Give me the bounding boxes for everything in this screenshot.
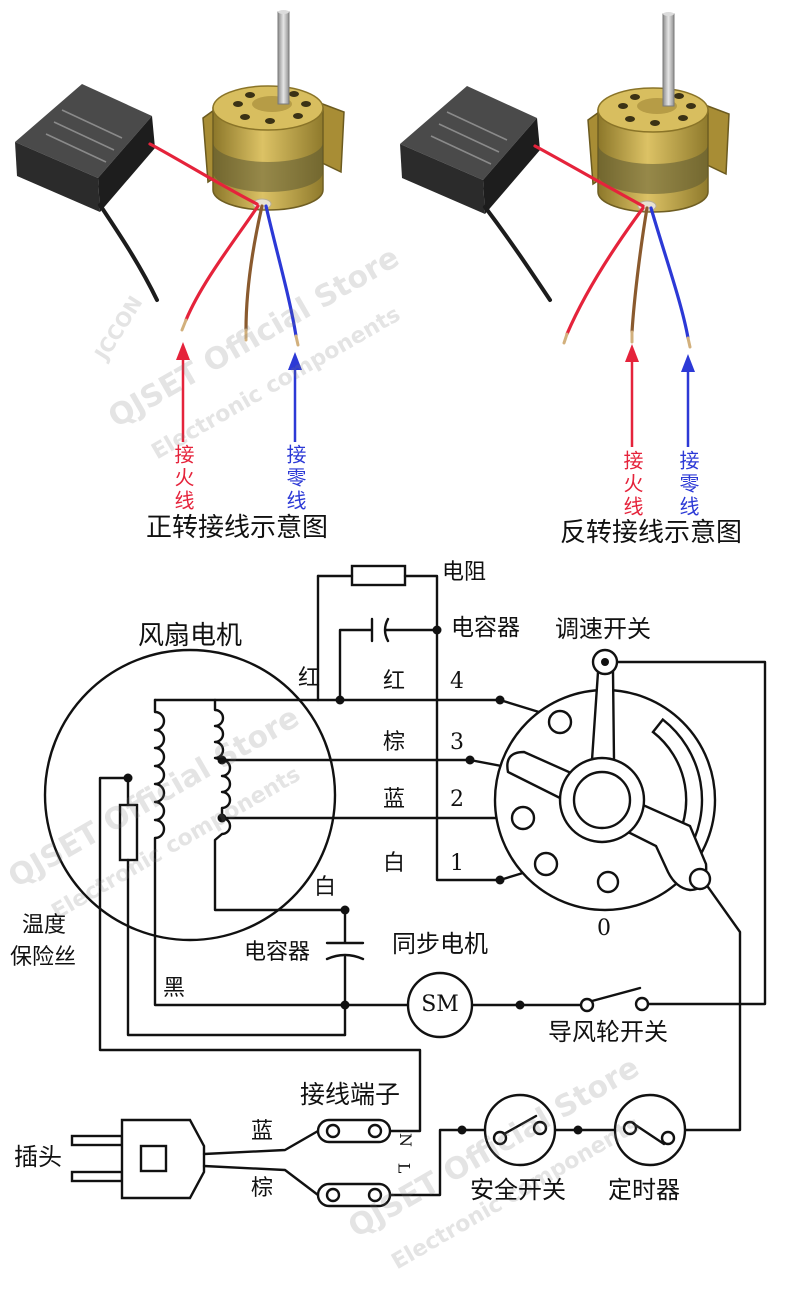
contact-1 <box>533 851 559 877</box>
contact-2 <box>510 805 536 831</box>
speed-switch-label: 调速开关 <box>555 615 651 643</box>
reverse-live-arrow <box>625 344 639 447</box>
terminal-block-symbol <box>316 1118 488 1208</box>
reverse-motor-and-capacitor <box>399 11 730 215</box>
plug-label: 插头 <box>14 1143 62 1171</box>
louver-switch-symbol <box>579 660 767 1013</box>
switch-position-label: 1 <box>450 851 464 876</box>
resistor-label: 电阻 <box>442 560 487 585</box>
forward-caption: 正转接线示意图 <box>146 513 329 543</box>
run-capacitor-label: 电容器 <box>244 940 311 965</box>
forward-live-label: 接火线 <box>171 444 195 513</box>
reverse-caption: 反转接线示意图 <box>560 518 743 548</box>
forward-neutral-arrow <box>288 352 302 442</box>
forward-wires <box>98 142 300 347</box>
reverse-live-label: 接火线 <box>620 450 644 519</box>
capacitor-label: 电容器 <box>451 615 520 641</box>
motor-red-label: 红 <box>298 666 321 691</box>
reverse-neutral-label: 接零线 <box>676 450 700 519</box>
thermal-fuse-symbol <box>118 803 139 862</box>
terminal-n-label: N <box>396 1133 415 1147</box>
switch-position-label: 3 <box>450 730 464 755</box>
sync-motor-symbol-label: SM <box>421 992 459 1017</box>
plug-brown-label: 棕 <box>251 1176 274 1201</box>
wire-color-label: 红 <box>383 669 406 694</box>
fan-motor-label: 风扇电机 <box>138 621 243 651</box>
sync-motor-label: 同步电机 <box>392 930 488 958</box>
forward-live-arrow <box>176 342 190 442</box>
switch-position-label: 2 <box>450 787 464 812</box>
timer-symbol <box>613 1093 687 1167</box>
switch-position-label: 4 <box>450 669 464 694</box>
contact-4 <box>547 709 573 735</box>
plug-blue-label: 蓝 <box>251 1119 274 1144</box>
motor-white-label: 白 <box>314 875 337 900</box>
safety-switch-symbol <box>483 1093 617 1167</box>
reverse-wires <box>483 144 692 349</box>
thermal-fuse-label-line2: 保险丝 <box>10 945 77 970</box>
circuit-schematic <box>43 564 767 1208</box>
forward-neutral-label: 接零线 <box>283 444 307 513</box>
contact-0 <box>596 870 620 894</box>
terminal-block-label: 接线端子 <box>300 1080 401 1109</box>
reverse-neutral-arrow <box>681 354 695 447</box>
plug-symbol <box>70 1118 320 1200</box>
timer-label: 定时器 <box>608 1176 680 1204</box>
forward-motor-and-capacitor <box>14 9 345 213</box>
thermal-fuse-label-line1: 温度 <box>22 913 67 938</box>
black-wire-label: 黑 <box>163 976 186 1001</box>
louver-switch-label: 导风轮开关 <box>548 1018 668 1046</box>
fan-motor-outline <box>43 648 337 942</box>
run-capacitor-symbol <box>325 908 365 1037</box>
main-winding <box>153 698 347 1007</box>
terminal-l-label: L <box>394 1162 414 1174</box>
wire-color-label: 蓝 <box>383 787 406 812</box>
wire-color-label: 白 <box>383 851 406 876</box>
speed-switch-symbol <box>493 648 742 1132</box>
off-position-label: 0 <box>597 916 611 941</box>
wire-color-label: 棕 <box>383 730 406 755</box>
safety-switch-label: 安全开关 <box>470 1176 566 1204</box>
capacitor-symbol <box>338 617 439 702</box>
resistor-symbol <box>350 564 407 587</box>
